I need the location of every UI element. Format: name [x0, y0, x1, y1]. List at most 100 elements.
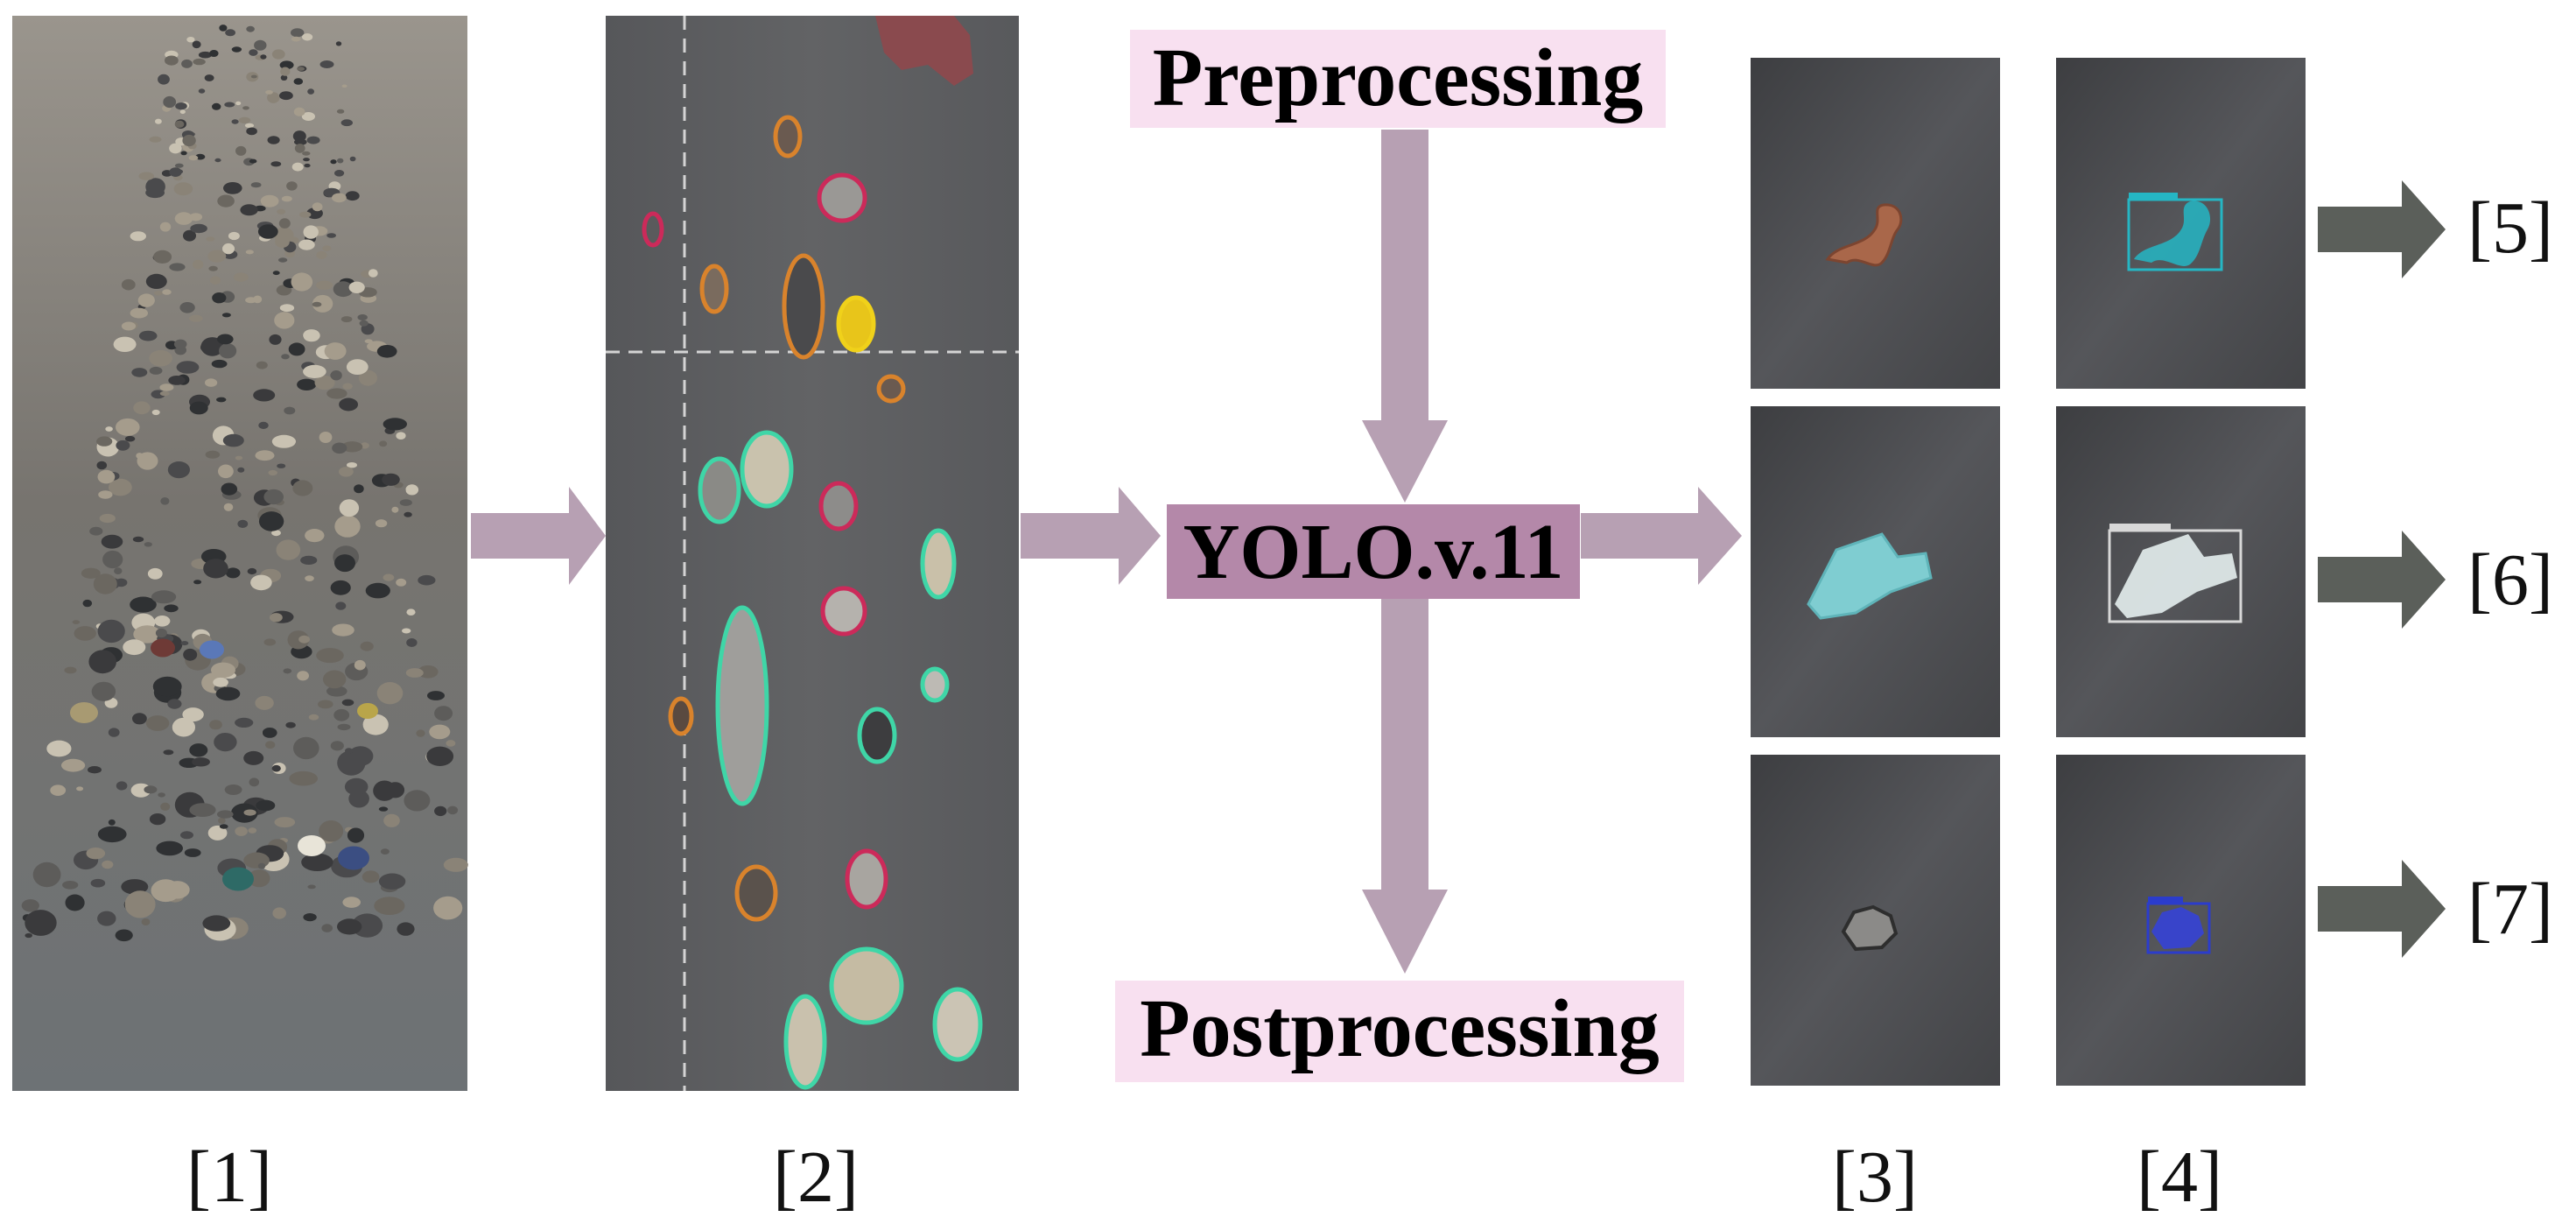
pebble	[62, 881, 79, 890]
pebble	[330, 741, 344, 751]
arrow-1-to-2	[471, 487, 606, 585]
pebble	[302, 151, 311, 156]
pebble	[193, 259, 204, 270]
pebble	[123, 639, 146, 656]
pebble	[333, 281, 354, 298]
pebble	[280, 74, 288, 81]
pebble	[72, 620, 81, 624]
pebble	[298, 239, 315, 250]
pebble	[211, 359, 228, 369]
segmentation-mask	[773, 115, 803, 158]
pebble	[349, 156, 356, 162]
blue-mask	[2151, 907, 2204, 949]
segmentation-masks	[642, 16, 983, 1090]
pebble	[222, 433, 244, 447]
pebble	[247, 567, 257, 575]
pebble	[303, 329, 320, 342]
pebble	[159, 383, 174, 391]
pebble	[115, 929, 133, 942]
pebble	[354, 659, 366, 671]
segmentation-mask	[845, 848, 888, 910]
pebble	[130, 596, 157, 613]
pebble	[25, 910, 57, 936]
pebble	[145, 715, 170, 731]
pebble	[256, 361, 268, 369]
pebble	[182, 707, 204, 722]
pebble	[181, 59, 193, 68]
pebble	[113, 336, 137, 352]
pebble	[61, 758, 86, 772]
pebble	[348, 281, 365, 293]
pebble	[65, 894, 85, 911]
segmentation-mask	[920, 666, 950, 703]
pebble	[225, 29, 235, 37]
pebble	[337, 750, 366, 776]
pebble	[269, 334, 282, 345]
pebble	[124, 435, 136, 442]
pebble	[90, 878, 106, 888]
segmentation-mask	[857, 707, 897, 764]
pebble	[154, 616, 171, 627]
pebble	[291, 28, 305, 38]
pebble	[141, 918, 151, 925]
pebble	[346, 359, 369, 375]
pebble	[272, 907, 287, 919]
segmentation-mask	[836, 295, 876, 353]
pebble	[333, 708, 350, 721]
pebble	[160, 802, 171, 811]
pebble	[274, 817, 296, 828]
pebble	[292, 130, 306, 142]
colored-fragment	[151, 638, 175, 658]
pebble	[397, 922, 415, 936]
pebble	[249, 158, 257, 164]
pebble	[167, 461, 190, 479]
pebble	[271, 49, 285, 60]
pebble	[382, 473, 400, 486]
pebble	[303, 158, 310, 162]
pebble	[274, 312, 295, 329]
pebble	[361, 870, 380, 883]
pebble	[318, 700, 333, 709]
pebble	[218, 464, 234, 479]
pebble	[426, 746, 454, 766]
pebble	[342, 897, 361, 908]
pebble	[307, 884, 316, 890]
pebble	[255, 450, 275, 461]
pebble	[291, 36, 301, 42]
pebble	[347, 462, 357, 468]
pebble	[326, 388, 347, 399]
pebble	[293, 736, 319, 760]
colored-fragment	[222, 867, 254, 891]
pebble	[383, 813, 400, 827]
single-object-crops	[1751, 58, 2000, 1086]
pebble	[396, 578, 407, 587]
pebble	[345, 191, 360, 201]
pebble	[297, 67, 305, 71]
pebble	[324, 342, 347, 360]
pebble	[97, 619, 125, 644]
segmentation-mask	[932, 987, 983, 1062]
white-mask	[2115, 534, 2237, 618]
pebble	[337, 723, 351, 731]
pebble	[82, 599, 93, 608]
cyan-mask	[2134, 200, 2211, 266]
label-3: [3]	[1832, 1136, 1918, 1218]
pebble	[263, 638, 277, 646]
flow-arrows	[471, 130, 1742, 974]
segmentation-mask	[642, 211, 664, 248]
pebble	[357, 314, 368, 320]
pebble	[303, 225, 319, 239]
pebble	[332, 193, 347, 203]
pebble	[265, 741, 276, 749]
pebble	[180, 151, 187, 156]
pebble	[102, 550, 123, 569]
output-arrow-7	[2318, 860, 2446, 958]
pebble	[158, 792, 165, 798]
pebble	[206, 236, 215, 242]
pebble	[159, 390, 170, 397]
pebble	[242, 106, 249, 110]
pebble	[209, 276, 221, 285]
pebble	[330, 370, 342, 381]
segmentation-mask	[698, 456, 741, 524]
copper-wire-object	[1825, 203, 1903, 267]
